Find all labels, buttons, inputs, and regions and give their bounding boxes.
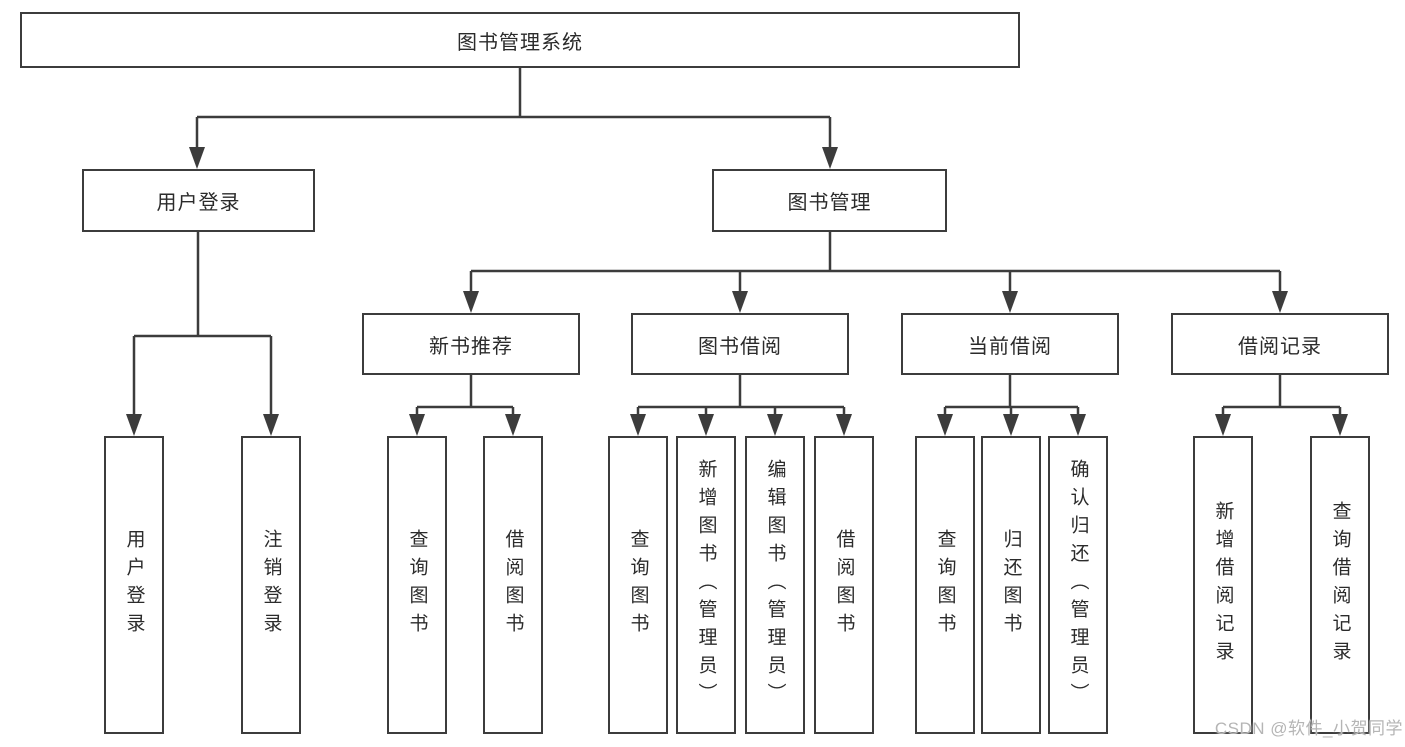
leaf-return-books: 归还图书 (981, 436, 1041, 734)
leaf-query-books-current: 查询图书 (915, 436, 975, 734)
leaf-query-borrow-record: 查询借阅记录 (1310, 436, 1370, 734)
leaf-add-books-admin: 新增图书（管理员） (676, 436, 736, 734)
node-library-management-system: 图书管理系统 (20, 12, 1020, 68)
leaf-confirm-return-admin: 确认归还（管理员） (1048, 436, 1108, 734)
leaf-query-books-borrowing: 查询图书 (608, 436, 668, 734)
node-borrowing-records: 借阅记录 (1171, 313, 1389, 375)
node-book-management: 图书管理 (712, 169, 947, 232)
leaf-borrow-books-recommend: 借阅图书 (483, 436, 543, 734)
leaf-add-borrow-record: 新增借阅记录 (1193, 436, 1253, 734)
leaf-query-books-recommend: 查询图书 (387, 436, 447, 734)
csdn-watermark: CSDN @软件_小贺同学 (1214, 719, 1403, 738)
node-new-book-recommendation: 新书推荐 (362, 313, 580, 375)
node-current-borrowing: 当前借阅 (901, 313, 1119, 375)
leaf-edit-books-admin: 编辑图书（管理员） (745, 436, 805, 734)
leaf-user-login: 用户登录 (104, 436, 164, 734)
node-user-login: 用户登录 (82, 169, 315, 232)
leaf-logout: 注销登录 (241, 436, 301, 734)
node-book-borrowing: 图书借阅 (631, 313, 849, 375)
leaf-borrow-books-borrowing: 借阅图书 (814, 436, 874, 734)
